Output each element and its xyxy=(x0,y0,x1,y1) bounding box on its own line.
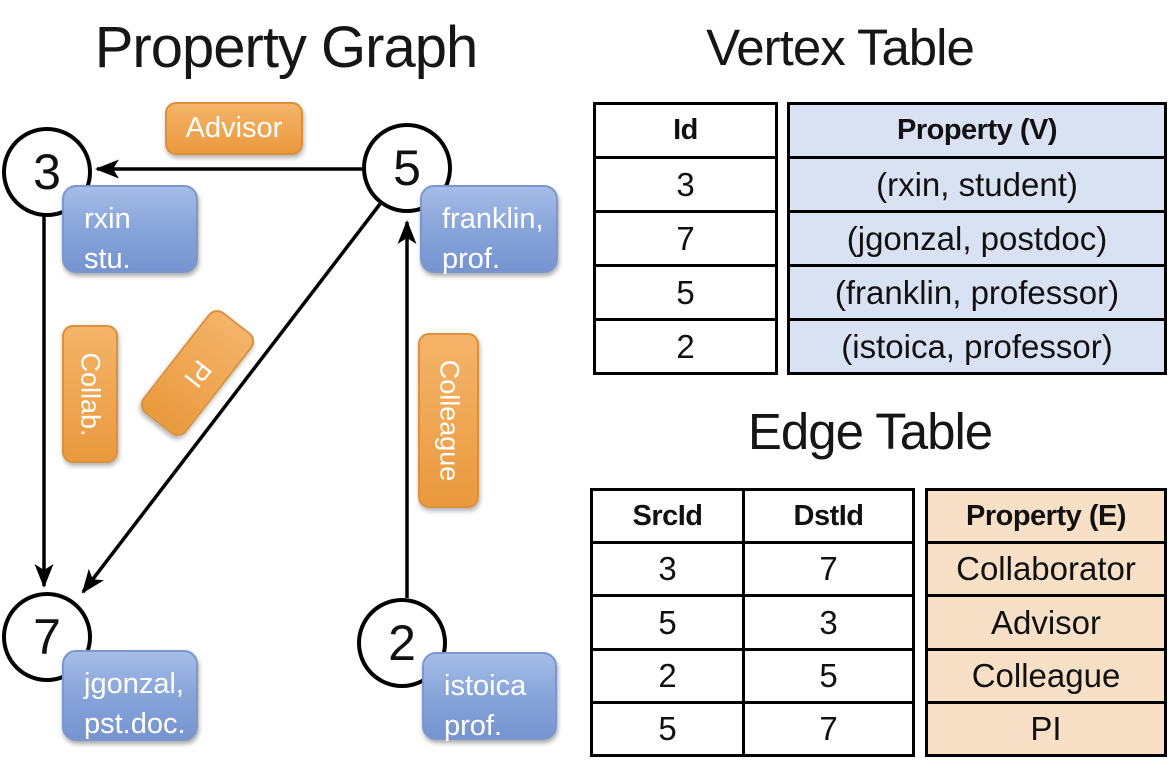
vertex-table-id-header: Id xyxy=(596,105,775,159)
edge-table-title: Edge Table xyxy=(747,403,993,460)
edge-table-property-cell: PI xyxy=(1030,709,1062,747)
vertex-circle-3: 3 xyxy=(2,127,92,217)
vertex-property-line: pst.doc. xyxy=(84,708,186,741)
vertex-table-property-cell: (istoica, professor) xyxy=(841,327,1113,365)
edge-label-text: PI xyxy=(178,354,218,393)
edge-table-property-cell: Advisor xyxy=(928,597,1164,651)
edge-table-property-column: Property (E) Collaborator Advisor Collea… xyxy=(925,488,1167,757)
edge-table-src-cell: 2 xyxy=(593,650,745,701)
edge-table-header-row: SrcId DstId xyxy=(593,491,912,545)
vertex-property-line: istoica xyxy=(444,670,527,702)
vertex-property-line: prof. xyxy=(442,243,501,276)
property-graph-title: Property Graph xyxy=(94,15,479,80)
vertex-table-id-cell: 2 xyxy=(676,327,695,365)
edge-table-property-header: Property (E) xyxy=(928,491,1164,545)
edge-table-row: 2 5 xyxy=(593,650,912,704)
vertex-table-property-cell: (rxin, student) xyxy=(790,159,1164,213)
vertex-property-box-jgonzal: jgonzal, pst.doc. xyxy=(62,650,198,741)
vertex-property-box-istoica: istoica prof. xyxy=(422,652,557,742)
edge-table-src-cell: 5 xyxy=(593,597,745,648)
edge-table-dst-cell: 7 xyxy=(819,709,838,747)
vertex-id: 5 xyxy=(393,140,421,196)
vertex-table-id-column: Id 3 7 5 2 xyxy=(593,102,778,375)
vertex-table-id-cell: 7 xyxy=(596,213,775,267)
vertex-property-line: stu. xyxy=(84,243,131,276)
vertex-id: 3 xyxy=(33,144,61,200)
vertex-table-property-column: Property (V) (rxin, student) (jgonzal, p… xyxy=(787,102,1167,375)
vertex-table-title: Vertex Table xyxy=(706,19,975,76)
vertex-table-id-cell: 5 xyxy=(596,267,775,321)
edge-table-ids-column: SrcId DstId 3 7 5 3 2 5 5 7 xyxy=(590,488,915,757)
edge-label-text: Colleague xyxy=(434,359,464,482)
edge-pi-line xyxy=(81,202,382,594)
edge-label-advisor: Advisor xyxy=(165,102,303,155)
edge-table-row: 5 7 xyxy=(593,703,912,755)
edge-label-text: Collab. xyxy=(75,351,106,437)
edge-table-srcid-header: SrcId xyxy=(593,491,745,542)
edge-table-dstid-header: DstId xyxy=(793,499,865,532)
vertex-property-box-rxin: rxin stu. xyxy=(62,185,198,275)
vertex-property-line: jgonzal, xyxy=(84,668,184,700)
vertex-table-id-cell: 3 xyxy=(596,159,775,213)
vertex-table-property-cell: (jgonzal, postdoc) xyxy=(790,213,1164,267)
edge-table-dst-cell: 3 xyxy=(819,603,838,641)
edge-label-collab: Collab. xyxy=(62,325,118,463)
vertex-property-line: prof. xyxy=(444,710,503,743)
edge-label-text: Advisor xyxy=(185,112,283,144)
edge-table-dst-cell: 5 xyxy=(819,656,838,694)
vertex-id: 7 xyxy=(33,609,61,665)
edge-table-property-cell: Colleague xyxy=(928,651,1164,704)
vertex-table-property-header: Property (V) xyxy=(790,105,1164,159)
edge-table-property-cell: Collaborator xyxy=(928,544,1164,598)
vertex-id: 2 xyxy=(388,615,416,671)
edge-table-src-cell: 3 xyxy=(593,544,745,595)
edge-table-dst-cell: 7 xyxy=(819,550,838,588)
vertex-property-line: rxin xyxy=(84,203,131,235)
edge-table-row: 3 7 xyxy=(593,544,912,598)
vertex-table-property-cell: (franklin, professor) xyxy=(790,267,1164,321)
vertex-property-box-franklin: franklin, prof. xyxy=(420,185,558,275)
edge-table-src-cell: 5 xyxy=(593,703,745,755)
edge-table-row: 5 3 xyxy=(593,597,912,651)
vertex-property-line: franklin, xyxy=(442,203,544,235)
edge-label-colleague: Colleague xyxy=(418,333,479,508)
